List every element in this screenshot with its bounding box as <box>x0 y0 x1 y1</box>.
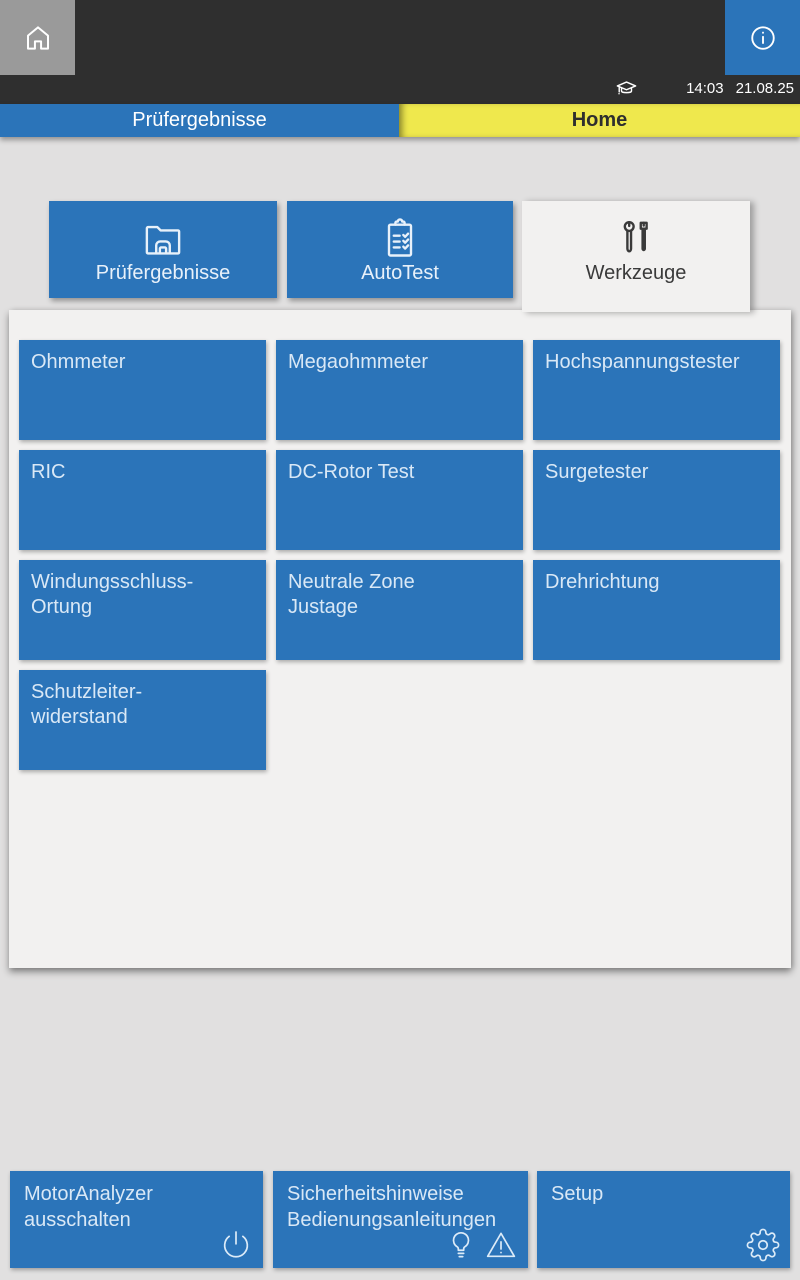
clipboard-icon <box>378 217 422 261</box>
bottom-button-icons <box>444 1228 518 1262</box>
folder-icon <box>141 217 185 261</box>
bottom-button-icons <box>219 1228 253 1262</box>
tool-button-neutrale-zone-justage[interactable]: Neutrale Zone Justage <box>276 560 523 660</box>
status-date: 21.08.25 <box>735 79 794 97</box>
info-button[interactable] <box>725 0 800 75</box>
tab-card-label: AutoTest <box>361 262 439 284</box>
tab-label: Home <box>571 109 628 131</box>
tool-button-windungsschluss-ortung[interactable]: Windungsschluss- Ortung <box>19 560 266 660</box>
tab-label: Prüfergebnisse <box>132 109 267 131</box>
tab-card-pruefergebnisse[interactable]: Prüfergebnisse <box>49 201 277 298</box>
setup-button[interactable]: Setup <box>537 1171 790 1268</box>
bottom-button-label: Sicherheitshinweise Bedienungsanleitunge… <box>287 1183 497 1231</box>
status-bar: 14:03 21.08.25 <box>615 76 794 100</box>
sicherheitshinweise-bedienungsanleitungen-button[interactable]: Sicherheitshinweise Bedienungsanleitunge… <box>273 1171 528 1268</box>
gear-icon <box>746 1228 780 1262</box>
status-time: 14:03 <box>686 79 724 97</box>
info-icon <box>748 23 778 53</box>
graduation-cap-icon <box>615 77 638 100</box>
page-tab-bar: Prüfergebnisse Home <box>0 104 800 137</box>
tab-pruefergebnisse[interactable]: Prüfergebnisse <box>0 104 399 137</box>
power-icon <box>219 1228 253 1262</box>
top-bar: 14:03 21.08.25 <box>0 0 800 104</box>
tool-button-megaohmmeter[interactable]: Megaohmmeter <box>276 340 523 440</box>
tab-card-werkzeuge[interactable]: Werkzeuge <box>522 201 750 312</box>
motoranalyzer-ausschalten-button[interactable]: MotorAnalyzer ausschalten <box>10 1171 263 1268</box>
tab-card-label: Werkzeuge <box>585 262 687 284</box>
tools-icon <box>614 217 658 261</box>
home-icon <box>22 22 54 54</box>
tab-home[interactable]: Home <box>399 104 800 137</box>
bottom-button-label: Setup <box>551 1183 604 1205</box>
tool-button-dc-rotor-test[interactable]: DC-Rotor Test <box>276 450 523 550</box>
tab-card-autotest[interactable]: AutoTest <box>287 201 513 298</box>
home-button[interactable] <box>0 0 75 75</box>
bottom-button-label: MotorAnalyzer ausschalten <box>24 1183 153 1231</box>
tool-button-drehrichtung[interactable]: Drehrichtung <box>533 560 780 660</box>
tool-button-surgetester[interactable]: Surgetester <box>533 450 780 550</box>
tool-button-schutzleiter-widerstand[interactable]: Schutzleiter- widerstand <box>19 670 266 770</box>
tool-button-hochspannungstester[interactable]: Hochspannungstester <box>533 340 780 440</box>
bottom-button-icons <box>746 1228 780 1262</box>
bulb-icon <box>444 1228 478 1262</box>
tool-button-ohmmeter[interactable]: Ohmmeter <box>19 340 266 440</box>
tool-button-ric[interactable]: RIC <box>19 450 266 550</box>
warning-icon <box>484 1228 518 1262</box>
tab-card-label: Prüfergebnisse <box>95 262 231 284</box>
